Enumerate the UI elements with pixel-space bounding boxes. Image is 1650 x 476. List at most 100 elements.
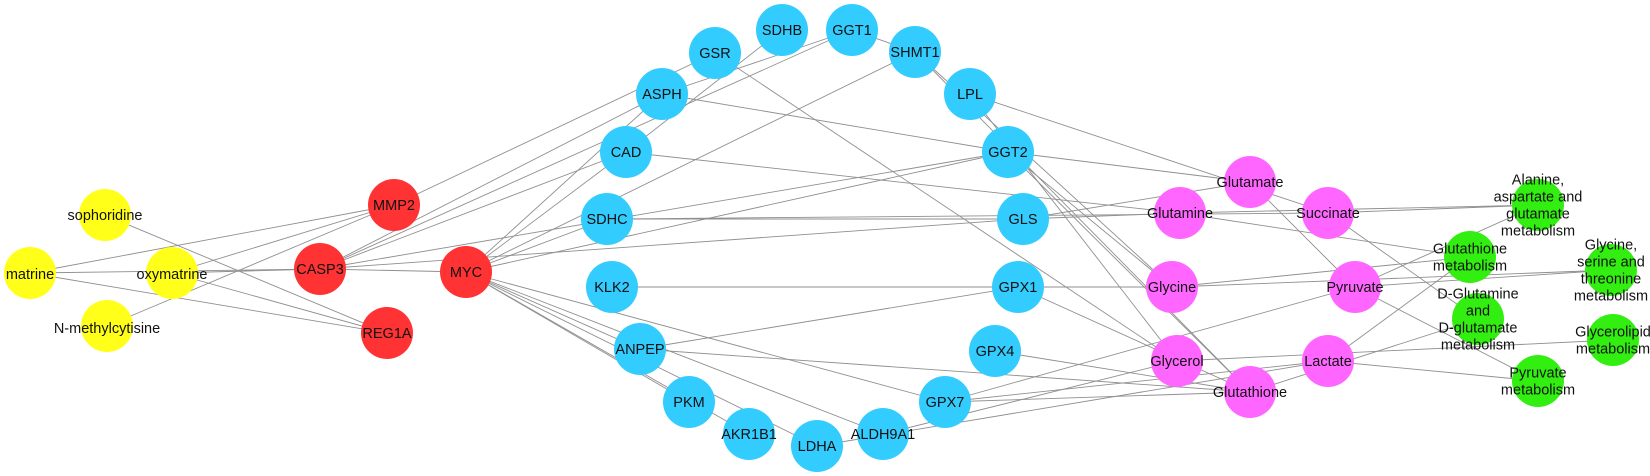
node-label-line: and (1466, 304, 1490, 320)
edge-Glycerol-p_glp (1176, 339, 1614, 362)
node-circle-GPX7 (919, 376, 971, 428)
edge-Glycine-p_gly (1171, 269, 1612, 288)
node-circle-GGT1 (826, 4, 878, 56)
node-Glutamine: Glutamine (1147, 187, 1213, 239)
node-CAD: CAD (600, 126, 652, 178)
node-label-line: metabolism (1574, 289, 1648, 305)
node-circle-GPX4 (969, 325, 1021, 377)
node-circle-ASPH (636, 68, 688, 120)
node-Glycine: Glycine (1146, 261, 1198, 313)
node-circle-KLK2 (586, 261, 638, 313)
edge-Glutathione-p_dglu (1249, 318, 1479, 393)
node-label-line: Glycine (1148, 280, 1196, 296)
node-label-LDHA: LDHA (798, 439, 837, 455)
node-label-line: ASPH (642, 87, 682, 103)
edge-GPX1-Glutathione (1017, 286, 1251, 393)
node-circle-p_glp (1587, 314, 1639, 366)
node-label-line: GPX7 (926, 395, 965, 411)
node-Pyruvate: Pyruvate (1326, 261, 1384, 313)
node-label-line: matrine (6, 267, 54, 283)
edge-MYC-ALDH9A1 (465, 271, 884, 435)
node-PKM: PKM (663, 376, 715, 428)
node-label-line: REG1A (362, 326, 411, 342)
edge-GPX4-Glutathione (994, 350, 1251, 393)
node-label-SDHC: SDHC (586, 212, 627, 228)
edge-MYC-GPX7 (465, 271, 946, 403)
node-circle-p_dglu (1452, 293, 1504, 345)
node-MYC: MYC (440, 246, 492, 298)
node-Lactate: Lactate (1302, 335, 1354, 387)
node-label-AKR1B1: AKR1B1 (721, 427, 777, 443)
node-circle-p_gly (1585, 244, 1637, 296)
edge-oxymatrine-MMP2 (171, 204, 395, 274)
node-circle-MYC (440, 246, 492, 298)
node-label-CASP3: CASP3 (296, 262, 344, 278)
node-label-SHMT1: SHMT1 (890, 45, 939, 61)
node-circle-GLS (997, 193, 1049, 245)
node-circle-SDHB (756, 4, 808, 56)
node-label-line: GSR (699, 46, 730, 62)
edge-GGT1-ASPH (661, 29, 853, 95)
edge-layer (29, 29, 1614, 447)
edge-Succinate-p_dglu (1327, 212, 1479, 320)
node-label-line: Glycine, (1585, 238, 1637, 254)
node-GLS: GLS (997, 193, 1049, 245)
edge-CASP3-GLS (319, 218, 1024, 270)
node-label-line: metabolism (1576, 342, 1650, 358)
node-label-line: Alanine, (1512, 173, 1564, 189)
node-label-ANPEP: ANPEP (615, 342, 664, 358)
node-label-line: Glutamine (1147, 206, 1213, 222)
node-SDHB: SDHB (756, 4, 808, 56)
edge-Glycine-p_gsh (1171, 256, 1471, 288)
node-label-GPX4: GPX4 (976, 344, 1015, 360)
edge-MYC-ANPEP (465, 271, 641, 350)
edge-CASP3-GGT2 (319, 151, 1009, 270)
node-label-GPX7: GPX7 (926, 395, 965, 411)
node-label-ASPH: ASPH (642, 87, 682, 103)
node-circle-oxymatrine (146, 247, 198, 299)
edge-CAD-Glutamine (625, 151, 1181, 214)
node-label-line: SDHB (762, 23, 802, 39)
edge-Pyruvate-p_pyr (1354, 286, 1539, 382)
node-label-line: Glycerolipid (1575, 325, 1650, 341)
edge-GGT2-Glycine (1007, 151, 1173, 288)
node-label-Glutathione: Glutathione (1213, 385, 1287, 401)
node-GSR: GSR (689, 27, 741, 79)
node-ALDH9A1: ALDH9A1 (851, 408, 915, 460)
edge-GPX7-Glutathione (944, 391, 1251, 403)
node-Succinate: Succinate (1296, 187, 1360, 239)
node-label-line: GGT1 (832, 23, 871, 39)
node-label-line: Pyruvate (1326, 280, 1383, 296)
edge-Lactate-p_pyr (1327, 360, 1539, 382)
node-label-line: MMP2 (373, 198, 415, 214)
edge-MYC-CAD (465, 151, 627, 273)
node-label-sophoridine: sophoridine (68, 208, 143, 224)
node-label-line: PKM (673, 395, 704, 411)
node-label-line: sophoridine (68, 208, 143, 224)
node-circle-CASP3 (294, 243, 346, 295)
node-label-line: metabolism (1441, 338, 1515, 354)
edge-GGT2-Glutamate (1007, 151, 1251, 183)
node-label-GSR: GSR (699, 46, 730, 62)
node-circle-MMP2 (368, 179, 420, 231)
node-label-line: metabolism (1433, 259, 1507, 275)
node-label-SDHB: SDHB (762, 23, 802, 39)
edge-SDHC-Succinate (606, 212, 1329, 220)
node-label-line: KLK2 (594, 280, 629, 296)
node-label-Glycine: Glycine (1148, 280, 1196, 296)
node-GPX7: GPX7 (919, 376, 971, 428)
node-ANPEP: ANPEP (614, 323, 666, 375)
node-label-line: oxymatrine (137, 267, 208, 283)
node-label-line: SDHC (586, 212, 627, 228)
node-label-oxymatrine: oxymatrine (137, 267, 208, 283)
edge-GLS-Glutamate (1022, 181, 1251, 220)
node-circle-matrine (4, 247, 56, 299)
edge-sophoridine-REG1A (104, 214, 388, 334)
node-circle-p_pyr (1512, 355, 1564, 407)
